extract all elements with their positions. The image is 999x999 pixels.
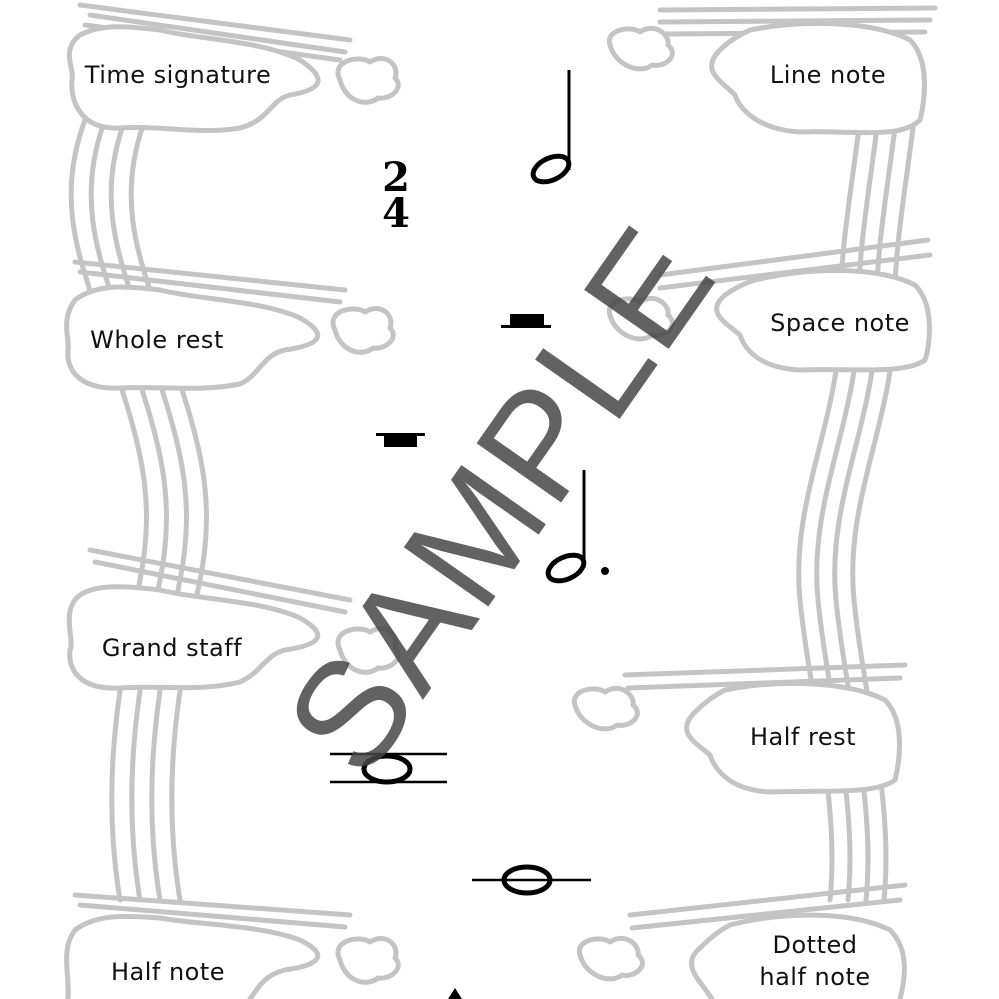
label-time-signature: Time signature [84, 61, 272, 89]
label-space-note: Space note [770, 309, 910, 337]
line-note-icon [472, 864, 591, 896]
half-note-icon [530, 70, 572, 185]
label-line-note: Line note [769, 61, 887, 89]
partial-symbol-icon [448, 988, 462, 999]
label-whole-rest: Whole rest [90, 326, 224, 354]
left-strings-icon [68, 117, 209, 903]
whole-rest-icon [376, 433, 425, 447]
time-signature-symbol: 2 4 [382, 154, 410, 237]
violin-icon [606, 237, 933, 373]
violin-icon [64, 259, 396, 391]
label-grand-staff: Grand staff [101, 634, 243, 662]
half-rest-icon [501, 314, 551, 328]
violin-icon [576, 882, 908, 999]
violin-icon [64, 892, 401, 999]
time-signature-top: 2 [382, 154, 410, 201]
violin-icon [606, 5, 938, 136]
violin-icon [66, 2, 401, 134]
time-signature-bottom: 4 [382, 190, 410, 237]
violin-icon [66, 547, 401, 691]
label-half-rest: Half rest [749, 723, 857, 751]
dotted-half-note-icon [545, 470, 609, 584]
space-note-icon [330, 752, 447, 785]
label-dotted-half-note: Dotted half note [759, 931, 871, 991]
label-half-note: Half note [110, 958, 226, 986]
violin-icon [571, 662, 908, 795]
